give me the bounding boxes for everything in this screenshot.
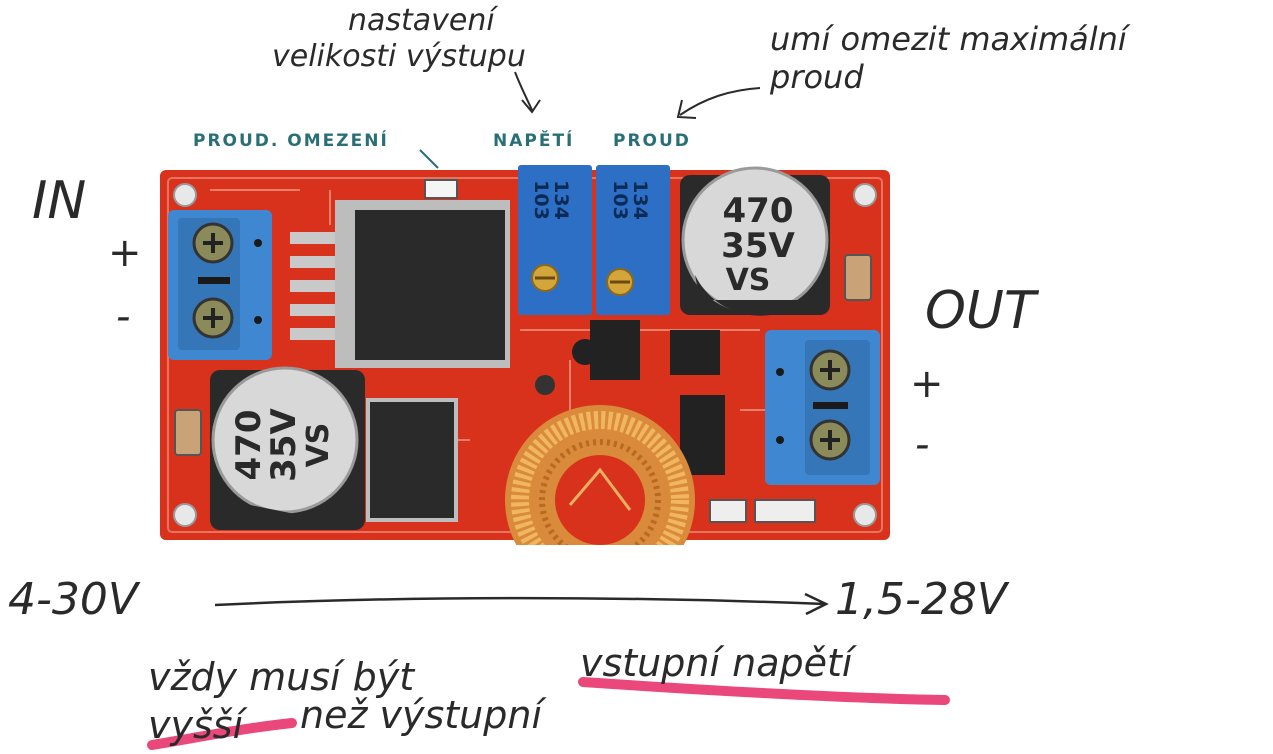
highlight-input-voltage	[578, 677, 950, 705]
cap-value: 470	[723, 191, 794, 231]
pot-code-3b: 103	[609, 180, 631, 220]
output-terminal	[765, 330, 880, 485]
annotation-out-plus: +	[910, 361, 944, 407]
pot-code-3: 103	[530, 180, 552, 220]
input-terminal	[168, 210, 272, 360]
label-voltage: NAPĚTÍ	[493, 129, 574, 151]
output-capacitor: 470 35V VS	[680, 166, 830, 316]
annotation-output-range: 1,5-28V	[835, 574, 1010, 625]
pot-code-1b: 134	[629, 180, 651, 220]
annotation-in-minus: -	[116, 294, 130, 340]
annotation-note-1b: vstupní napětí	[580, 641, 858, 685]
pot-code-1: 134	[550, 180, 572, 220]
annotation-in-plus: +	[108, 230, 142, 276]
annotation-setting-line1: nastavení	[348, 3, 498, 38]
arrow-icon	[214, 592, 829, 616]
highlight-higher	[147, 718, 297, 750]
annotation-in: IN	[32, 171, 86, 231]
label-current: PROUD	[613, 131, 691, 151]
annotation-out: OUT	[925, 281, 1040, 341]
annotation-note-1a: vždy musí být	[148, 655, 416, 699]
cap-series-2: VS	[301, 423, 336, 468]
arrow-icon	[514, 71, 541, 114]
annotation-setting-line2: velikosti výstupu	[272, 39, 526, 74]
annotation-note-2a: vyšší	[148, 703, 249, 747]
cap-voltage: 35V	[721, 226, 795, 266]
inductor	[505, 405, 695, 605]
cap-series: VS	[726, 263, 771, 298]
current-pot: 134 103	[596, 165, 670, 315]
annotation-current-line2: proud	[769, 58, 864, 96]
arrow-icon	[676, 87, 761, 119]
diode	[366, 398, 458, 522]
annotation-current-line1: umí omezit maximální	[770, 20, 1131, 58]
label-current-limit: PROUD. OMEZENÍ	[193, 129, 389, 151]
cap-voltage-2: 35V	[264, 408, 304, 482]
cap-value-2: 470	[229, 410, 269, 481]
voltage-pot: 134 103	[518, 165, 592, 315]
annotation-input-range: 4-30V	[8, 574, 141, 625]
annotation-note-2b: než výstupní	[300, 693, 547, 737]
led-current-limit	[424, 179, 458, 199]
annotation-out-minus: -	[915, 422, 929, 468]
regulator-ic	[290, 200, 510, 368]
input-capacitor: 470 35V VS	[210, 366, 365, 530]
